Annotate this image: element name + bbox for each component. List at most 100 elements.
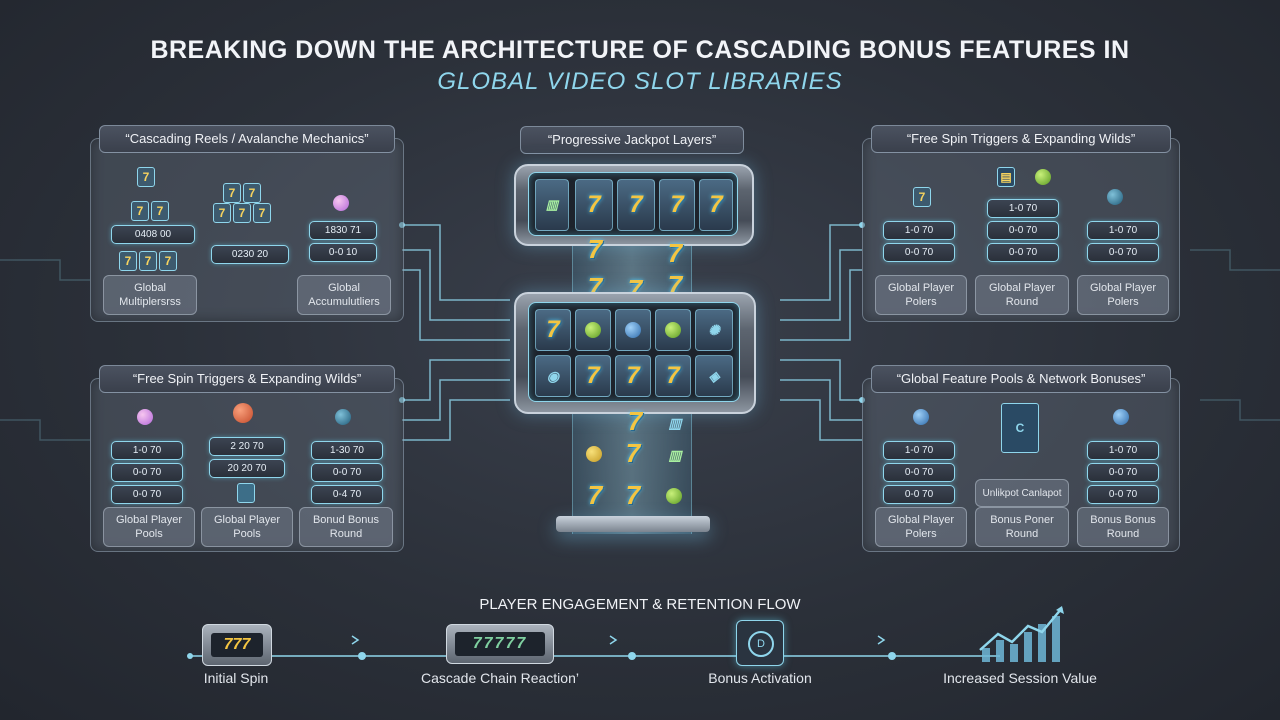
value-pill: 0-4 70 — [311, 485, 383, 504]
seven-symbol: 7 — [575, 355, 611, 397]
value-pill: 0-0 70 — [883, 485, 955, 504]
gem-icon — [913, 409, 929, 425]
value-pill: 1-0 70 — [883, 221, 955, 240]
reel-strip-icon: 77777 — [446, 624, 554, 664]
seven-symbol: 7 — [659, 179, 695, 231]
value-pill: 1-0 70 — [1087, 441, 1159, 460]
panel-label: Bonud Bonus Round — [299, 507, 393, 547]
bar-symbol: ▥ — [668, 414, 682, 431]
seven-icon: 7 — [243, 183, 261, 203]
seven-icon: 7 — [913, 187, 931, 207]
fruit-icon — [666, 488, 682, 504]
scatter-symbol: ◉ — [535, 355, 571, 397]
value-pill: 1-30 70 — [311, 441, 383, 460]
panel-free-spin-left: “Free Spin Triggers & Expanding Wilds” 1… — [90, 365, 404, 552]
falling-seven: 7 — [625, 437, 641, 468]
panel-cascading-reels: “Cascading Reels / Avalanche Mechanics” … — [90, 125, 404, 322]
value-pill: 0-0 70 — [111, 463, 183, 482]
seven-icon: 7 — [223, 183, 241, 203]
page-title: BREAKING DOWN THE ARCHITECTURE OF CASCAD… — [150, 36, 1130, 64]
value-pill: 1-0 70 — [111, 441, 183, 460]
value-pill: 0-0 70 — [311, 463, 383, 482]
diamond-symbol: ◈ — [695, 355, 733, 397]
panel-label: Global Player Polers — [1077, 275, 1169, 315]
panel-label: Global Player Round — [975, 275, 1069, 315]
mini-slot-machine-icon: 777 — [202, 624, 272, 666]
value-pill: 0-0 70 — [1087, 485, 1159, 504]
panel-label: Global Multiplersrss — [103, 275, 197, 315]
seven-symbol: 7 — [575, 179, 613, 231]
panel-title: “Global Feature Pools & Network Bonuses” — [871, 365, 1171, 393]
flow-step-label: Bonus Activation — [708, 670, 812, 686]
seven-icon: 7 — [151, 201, 169, 221]
value-pill: 1830 71 — [309, 221, 377, 240]
seven-symbol: 7 — [615, 355, 651, 397]
fruit-icon — [586, 446, 602, 462]
seven-icon: 7 — [137, 167, 155, 187]
value-pill: 0-0 70 — [987, 221, 1059, 240]
gem-icon — [1113, 409, 1129, 425]
fruit-icon — [233, 403, 253, 423]
seven-icon: 7 — [233, 203, 251, 223]
rising-chart-icon — [979, 606, 1064, 662]
falling-seven: 7 — [587, 479, 603, 510]
machine-base — [556, 516, 710, 532]
bar-symbol: ▥ — [535, 179, 569, 231]
seven-icon: 7 — [253, 203, 271, 223]
gem-icon — [333, 195, 349, 211]
panel-title: “Free Spin Triggers & Expanding Wilds” — [871, 125, 1171, 153]
panel-title: “Cascading Reels / Avalanche Mechanics” — [99, 125, 395, 153]
falling-seven: 7 — [627, 405, 643, 436]
main-slot-machine: 7 ✺ ◉ 7 7 7 ◈ — [514, 292, 756, 414]
wild-icon — [335, 409, 351, 425]
progressive-jackpot-title: “Progressive Jackpot Layers” — [520, 126, 744, 154]
value-pill: 1-0 70 — [1087, 221, 1159, 240]
falling-seven: 7 — [667, 237, 683, 268]
value-pill: 20 20 70 — [209, 459, 285, 478]
page-subtitle: GLOBAL VIDEO SLOT LIBRARIES — [437, 68, 843, 95]
panel-global-feature-pools: “Global Feature Pools & Network Bonuses”… — [862, 365, 1180, 552]
gem-icon — [137, 409, 153, 425]
panel-label: Global Player Pools — [201, 507, 293, 547]
flow-title: PLAYER ENGAGEMENT & RETENTION FLOW — [479, 596, 801, 613]
value-pill: 0-0 10 — [309, 243, 377, 262]
seven-icon: 7 — [139, 251, 157, 271]
panel-label: Bonus Poner Round — [975, 507, 1069, 547]
panel-title: “Free Spin Triggers & Expanding Wilds” — [99, 365, 395, 393]
value-pill: 0-0 70 — [883, 243, 955, 262]
gem-symbol — [615, 309, 651, 351]
flow-step-label: Increased Session Value — [943, 670, 1097, 686]
jackpot-label: Unlikpot Canlapot — [975, 479, 1069, 507]
flow-step-label: Cascade Chain Reaction’ — [421, 670, 579, 686]
seven-icon: 7 — [119, 251, 137, 271]
network-bonus-icon: C — [1001, 403, 1039, 453]
bar-symbol: ▥ — [668, 446, 682, 463]
seven-symbol: 7 — [655, 355, 691, 397]
value-pill: 0-0 70 — [883, 463, 955, 482]
fruit-symbol — [575, 309, 611, 351]
panel-label: Global Player Polers — [875, 507, 967, 547]
token-icon — [237, 483, 255, 503]
reel-icon: ▤ — [997, 167, 1015, 187]
value-pill: 0230 20 — [211, 245, 289, 264]
wild-symbol: ✺ — [695, 309, 733, 351]
value-pill: 0-0 70 — [1087, 463, 1159, 482]
value-pill: 0-0 70 — [987, 243, 1059, 262]
seven-icon: 7 — [131, 201, 149, 221]
panel-free-spin-right: “Free Spin Triggers & Expanding Wilds” 7… — [862, 125, 1180, 322]
flow-step-label: Initial Spin — [203, 670, 269, 686]
seven-symbol: 7 — [535, 309, 571, 351]
panel-label: Global Player Pools — [103, 507, 195, 547]
value-pill: 0-0 70 — [111, 485, 183, 504]
value-pill: 1-0 70 — [883, 441, 955, 460]
panel-label: Global Player Polers — [875, 275, 967, 315]
bonus-dial-icon: D — [736, 620, 784, 666]
seven-symbol: 7 — [617, 179, 655, 231]
panel-label: Bonus Bonus Round — [1077, 507, 1169, 547]
falling-seven: 7 — [625, 479, 641, 510]
seven-symbol: 7 — [699, 179, 733, 231]
wild-icon — [1107, 189, 1123, 205]
value-pill: 1-0 70 — [987, 199, 1059, 218]
value-pill: 2 20 70 — [209, 437, 285, 456]
